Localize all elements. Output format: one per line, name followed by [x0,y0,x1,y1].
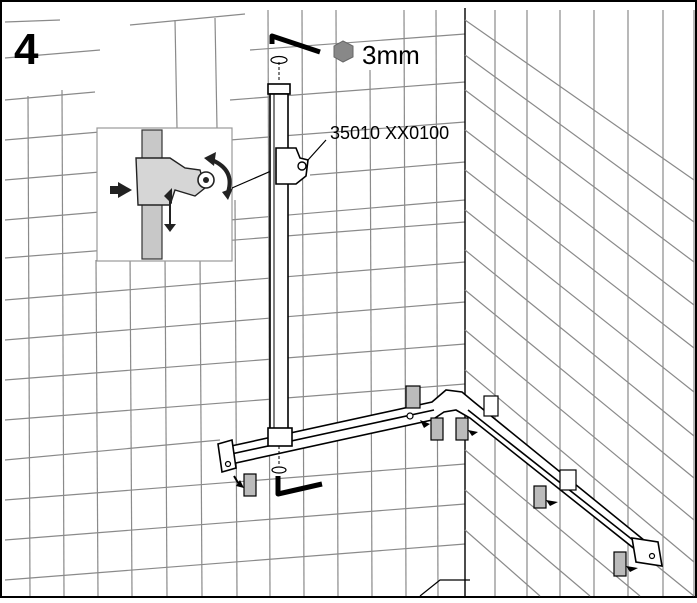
hex-key-icon [333,40,354,63]
wall-bracket-4 [613,551,638,577]
hex-key-bottom [271,446,323,497]
tool-size-label: 3mm [362,40,420,70]
left-end-cap [217,438,237,474]
wall-bracket-2 [455,395,499,441]
part-code-label: 35010 XX0100 [330,123,450,143]
wall-bracket-left [233,473,257,497]
right-end-cap [631,537,663,567]
shower-holder [275,139,327,185]
left-wall-tiles [4,9,466,597]
right-wall-tiles [464,10,695,597]
wall-bracket-3 [533,469,577,509]
floor-edge [419,579,470,597]
vertical-rail [267,83,291,435]
wall-bracket-1 [405,385,444,441]
step-number: 4 [14,25,39,74]
detail-inset [96,127,233,262]
hex-key-top [269,33,321,82]
